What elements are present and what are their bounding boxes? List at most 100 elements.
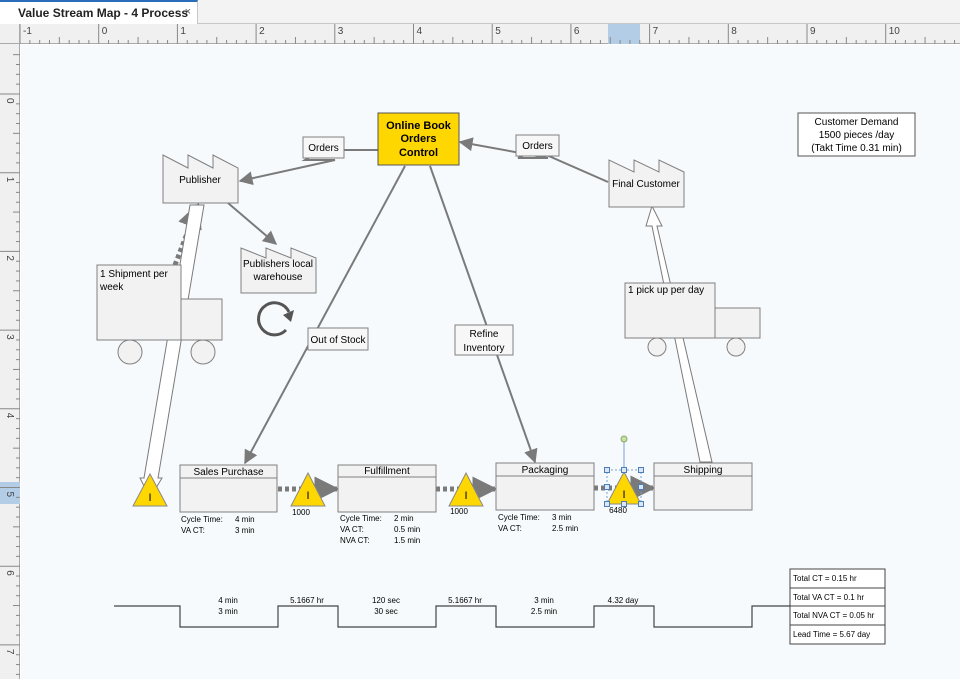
metric-value: 3 min [235, 526, 255, 535]
metric-label: VA CT: [498, 524, 522, 533]
ruler-selection-highlight [608, 24, 640, 44]
demand-line-2: 1500 pieces /day [819, 130, 895, 141]
metrics-fulfillment: Cycle Time: 2 min VA CT: 0.5 min NVA CT:… [340, 514, 420, 545]
production-control-box[interactable]: Online Book Orders Control [377, 112, 460, 166]
inventory-triangle-0[interactable]: I [132, 472, 168, 507]
orders-label-left[interactable]: Orders [302, 136, 345, 159]
ruler-label: -1 [23, 26, 32, 37]
final-customer-factory[interactable]: Final Customer [608, 159, 685, 208]
metric-value: 1.5 min [394, 536, 420, 545]
inventory-triangle-2[interactable]: I 1000 [448, 471, 484, 516]
metric-label: Cycle Time: [181, 515, 223, 524]
ruler-label: 9 [810, 26, 816, 37]
final-customer-label: Final Customer [612, 179, 680, 190]
warehouse-line-1: Publishers local [243, 259, 313, 270]
inventory-symbol: I [622, 489, 625, 501]
timeline-bottom-1: 30 sec [374, 607, 398, 616]
total-va-ct: Total VA CT = 0.1 hr [793, 593, 864, 602]
process-name: Shipping [684, 465, 723, 476]
timeline-top-4: 3 min [534, 596, 554, 605]
shipment-truck-left[interactable]: 1 Shipment per week [96, 264, 223, 365]
metric-label: Cycle Time: [498, 513, 540, 522]
ruler-label: 5 [495, 26, 501, 37]
ruler-label: 1 [180, 26, 186, 37]
ruler-label: 2 [4, 255, 15, 261]
ruler-label: 3 [338, 26, 344, 37]
tab-value-stream-map[interactable]: Value Stream Map - 4 Process × [0, 0, 198, 24]
ruler-label: 8 [731, 26, 737, 37]
info-flow-to-sales-purchase[interactable] [244, 165, 406, 465]
timeline-bottom-0: 3 min [218, 607, 238, 616]
truck-right-line-1: 1 pick up per day [628, 285, 704, 296]
totals-table[interactable]: Total CT = 0.15 hr Total VA CT = 0.1 hr … [789, 568, 886, 645]
orders-left-text: Orders [308, 143, 339, 154]
metric-label: Cycle Time: [340, 514, 382, 523]
selection-handles[interactable] [604, 467, 644, 507]
publisher-label: Publisher [179, 175, 221, 186]
refine-line-2: Inventory [463, 343, 504, 354]
inventory-symbol: I [464, 490, 467, 502]
publishers-local-warehouse[interactable]: Publishers local warehouse [240, 247, 317, 294]
ruler-label: 2 [259, 26, 265, 37]
metrics-packaging: Cycle Time: 3 min VA CT: 2.5 min [498, 513, 578, 533]
process-name: Packaging [522, 465, 569, 476]
inventory-triangle-3-selected[interactable]: I 6480 [604, 435, 644, 515]
flow-to-warehouse[interactable] [227, 202, 278, 245]
inventory-qty: 6480 [609, 506, 627, 515]
ruler-label: 4 [417, 26, 423, 37]
process-sales-purchase[interactable]: Sales Purchase [179, 464, 278, 513]
timeline-ladder[interactable] [114, 605, 790, 628]
process-shipping[interactable]: Shipping [653, 462, 753, 511]
timeline-top-2: 120 sec [372, 596, 400, 605]
metric-label: VA CT: [181, 526, 205, 535]
metrics-sales-purchase: Cycle Time: 4 min VA CT: 3 min [181, 515, 255, 535]
process-packaging[interactable]: Packaging [495, 462, 595, 511]
orders-right-text: Orders [522, 141, 553, 152]
ruler-label: 7 [653, 26, 659, 37]
diagram-canvas[interactable]: Online Book Orders Control Orders Orders… [21, 45, 960, 679]
ruler-label: 1 [4, 177, 15, 183]
inventory-symbol: I [306, 490, 309, 502]
tab-title: Value Stream Map - 4 Process [18, 6, 189, 20]
timeline-top-3: 5.1667 hr [448, 596, 482, 605]
inventory-symbol: I [148, 492, 151, 504]
ruler-label: 6 [574, 26, 580, 37]
refine-inventory-label[interactable]: Refine Inventory [454, 324, 514, 356]
ruler-label: 5 [4, 492, 15, 498]
orders-label-right[interactable]: Orders [515, 134, 560, 157]
inventory-triangle-1[interactable]: I 1000 [290, 471, 326, 517]
out-of-stock-label[interactable]: Out of Stock [307, 327, 369, 351]
process-fulfillment[interactable]: Fulfillment [337, 464, 437, 513]
ruler-label: 6 [4, 570, 15, 576]
control-line-2: Orders [400, 133, 436, 145]
metric-label: VA CT: [340, 525, 364, 534]
timeline-top-0: 4 min [218, 596, 238, 605]
truck-left-line-2: week [99, 282, 124, 293]
push-arrow-shipment[interactable] [172, 202, 202, 266]
demand-line-1: Customer Demand [815, 117, 899, 128]
timeline-top-5: 4.32 day [608, 596, 639, 605]
timeline-top-1: 5.1667 hr [290, 596, 324, 605]
ruler-label: 4 [4, 413, 15, 419]
inventory-qty: 1000 [292, 508, 310, 517]
close-icon[interactable]: × [184, 6, 191, 18]
info-flow-to-packaging[interactable] [429, 165, 538, 464]
cycle-arrow-icon[interactable] [257, 301, 294, 337]
ruler-corner [0, 24, 20, 44]
metric-label: NVA CT: [340, 536, 370, 545]
metric-value: 2 min [394, 514, 414, 523]
total-nva-ct: Total NVA CT = 0.05 hr [793, 611, 875, 620]
ruler-label: 0 [4, 98, 15, 104]
pickup-truck-right[interactable]: 1 pick up per day [624, 282, 761, 357]
truck-left-line-1: 1 Shipment per [100, 269, 168, 280]
metric-value: 0.5 min [394, 525, 420, 534]
out-of-stock-text: Out of Stock [310, 335, 366, 346]
demand-line-3: (Takt Time 0.31 min) [811, 143, 902, 154]
timeline-labels: 4 min 3 min 5.1667 hr 120 sec 30 sec 5.1… [218, 596, 638, 616]
customer-demand-box[interactable]: Customer Demand 1500 pieces /day (Takt T… [797, 112, 916, 157]
process-name: Fulfillment [364, 466, 410, 477]
publisher-factory[interactable]: Publisher [162, 154, 239, 204]
